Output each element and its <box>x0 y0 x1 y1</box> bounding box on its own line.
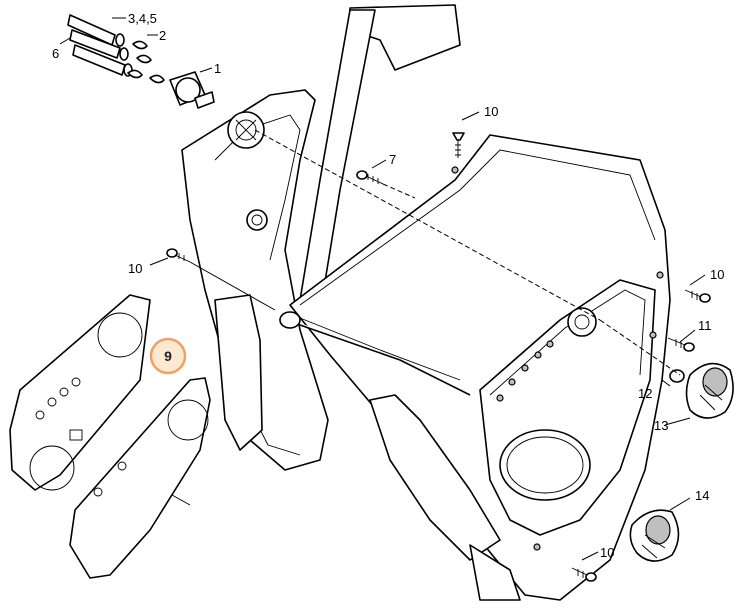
highlight-circle <box>149 337 187 375</box>
part-1-coupling <box>169 71 215 109</box>
callout-2: 2 <box>159 28 166 43</box>
callout-11: 11 <box>698 318 712 333</box>
part-2-clips <box>127 40 165 84</box>
part-9-decal <box>9 294 211 579</box>
callout-6: 6 <box>52 46 59 61</box>
screw-10-left <box>166 248 276 311</box>
callout-9: 9 <box>164 348 172 364</box>
screw-10-right <box>684 289 711 303</box>
part-13-knob <box>685 362 734 419</box>
callout-9-highlight: 9 <box>149 337 187 375</box>
callout-10-bottom: 10 <box>600 545 614 560</box>
callout-14: 14 <box>695 488 709 503</box>
screw-7 <box>356 170 384 185</box>
callout-12: 12 <box>638 386 652 401</box>
callout-7: 7 <box>389 152 396 167</box>
callout-3-4-5: 3,4,5 <box>128 11 157 26</box>
assembly-guide-lines <box>254 129 681 376</box>
screw-10-bottom <box>571 567 597 582</box>
dashboard-housing <box>279 134 671 601</box>
screw-11 <box>667 337 695 352</box>
callout-13: 13 <box>654 418 668 433</box>
handle-frame <box>181 4 461 471</box>
callout-labels: 3,4,5 2 6 1 10 7 10 10 11 12 13 14 10 <box>52 11 724 560</box>
callout-leaders <box>59 17 706 561</box>
callout-10-left: 10 <box>128 261 142 276</box>
part-12-ring <box>669 369 685 383</box>
screw-10-top <box>452 132 465 158</box>
part-14-knob <box>629 509 680 562</box>
callout-10-right: 10 <box>710 267 724 282</box>
parts-3-4-5-pins <box>67 14 133 77</box>
callout-1: 1 <box>214 61 221 76</box>
callout-10-top: 10 <box>484 104 498 119</box>
